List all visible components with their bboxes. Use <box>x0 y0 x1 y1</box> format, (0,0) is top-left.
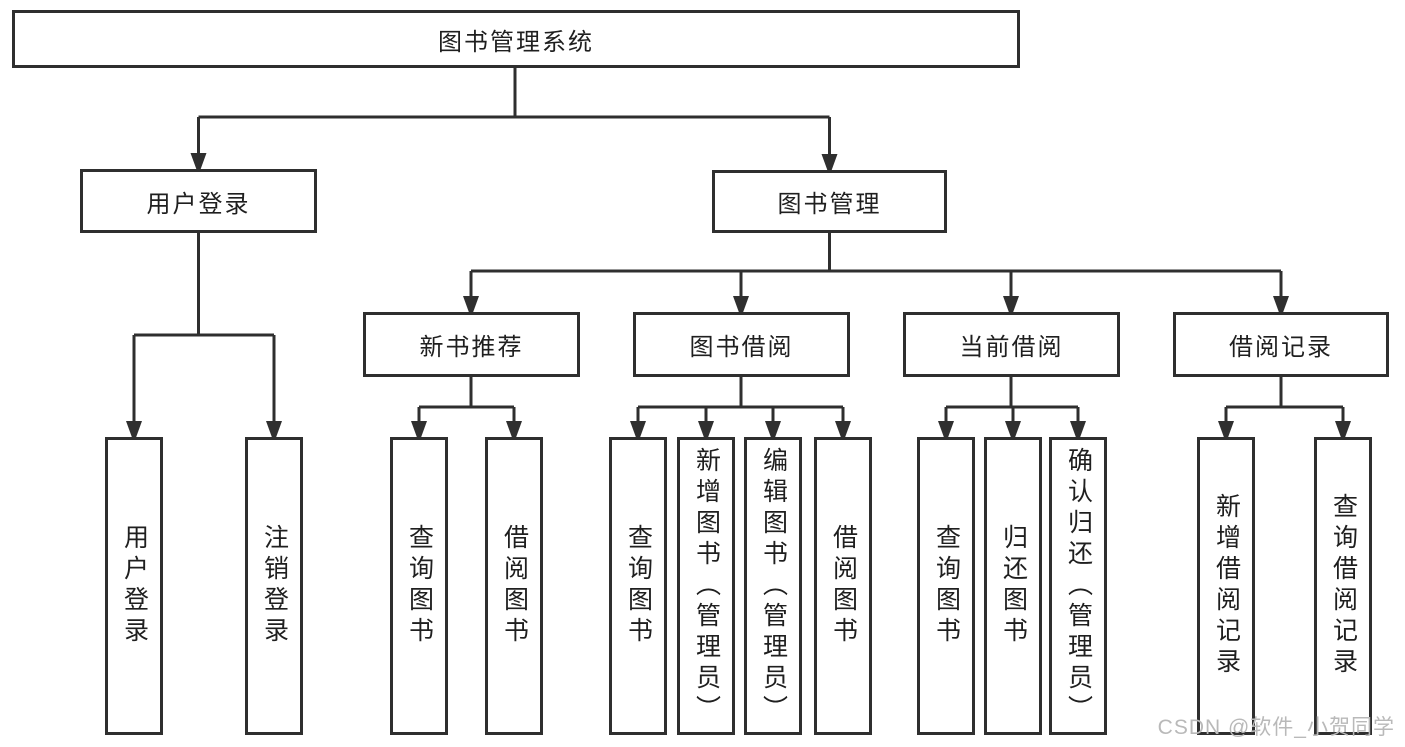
leaf-edit-books-admin: 编辑图书（管理员） <box>744 437 802 735</box>
leaf-recommend-borrow-books: 借阅图书 <box>485 437 543 735</box>
node-new-book-recommendation: 新书推荐 <box>363 312 580 377</box>
leaf-user-login: 用户登录 <box>105 437 163 735</box>
leaf-logout: 注销登录 <box>245 437 303 735</box>
leaf-query-borrow-record: 查询借阅记录 <box>1314 437 1372 735</box>
leaf-return-books: 归还图书 <box>984 437 1042 735</box>
node-book-borrowing: 图书借阅 <box>633 312 850 377</box>
leaf-recommend-query-books: 查询图书 <box>390 437 448 735</box>
node-library-management-system: 图书管理系统 <box>12 10 1020 68</box>
csdn-watermark: CSDN @软件_小贺同学 <box>1157 716 1395 739</box>
leaf-current-query-books: 查询图书 <box>917 437 975 735</box>
leaf-add-borrow-record: 新增借阅记录 <box>1197 437 1255 735</box>
leaf-borrowing-borrow-books: 借阅图书 <box>814 437 872 735</box>
leaf-borrowing-query-books: 查询图书 <box>609 437 667 735</box>
node-borrowing-records: 借阅记录 <box>1173 312 1389 377</box>
node-book-management: 图书管理 <box>712 170 947 233</box>
leaf-add-books-admin: 新增图书（管理员） <box>677 437 735 735</box>
node-current-borrowing: 当前借阅 <box>903 312 1120 377</box>
node-user-login: 用户登录 <box>80 169 317 233</box>
leaf-confirm-return-admin: 确认归还（管理员） <box>1049 437 1107 735</box>
